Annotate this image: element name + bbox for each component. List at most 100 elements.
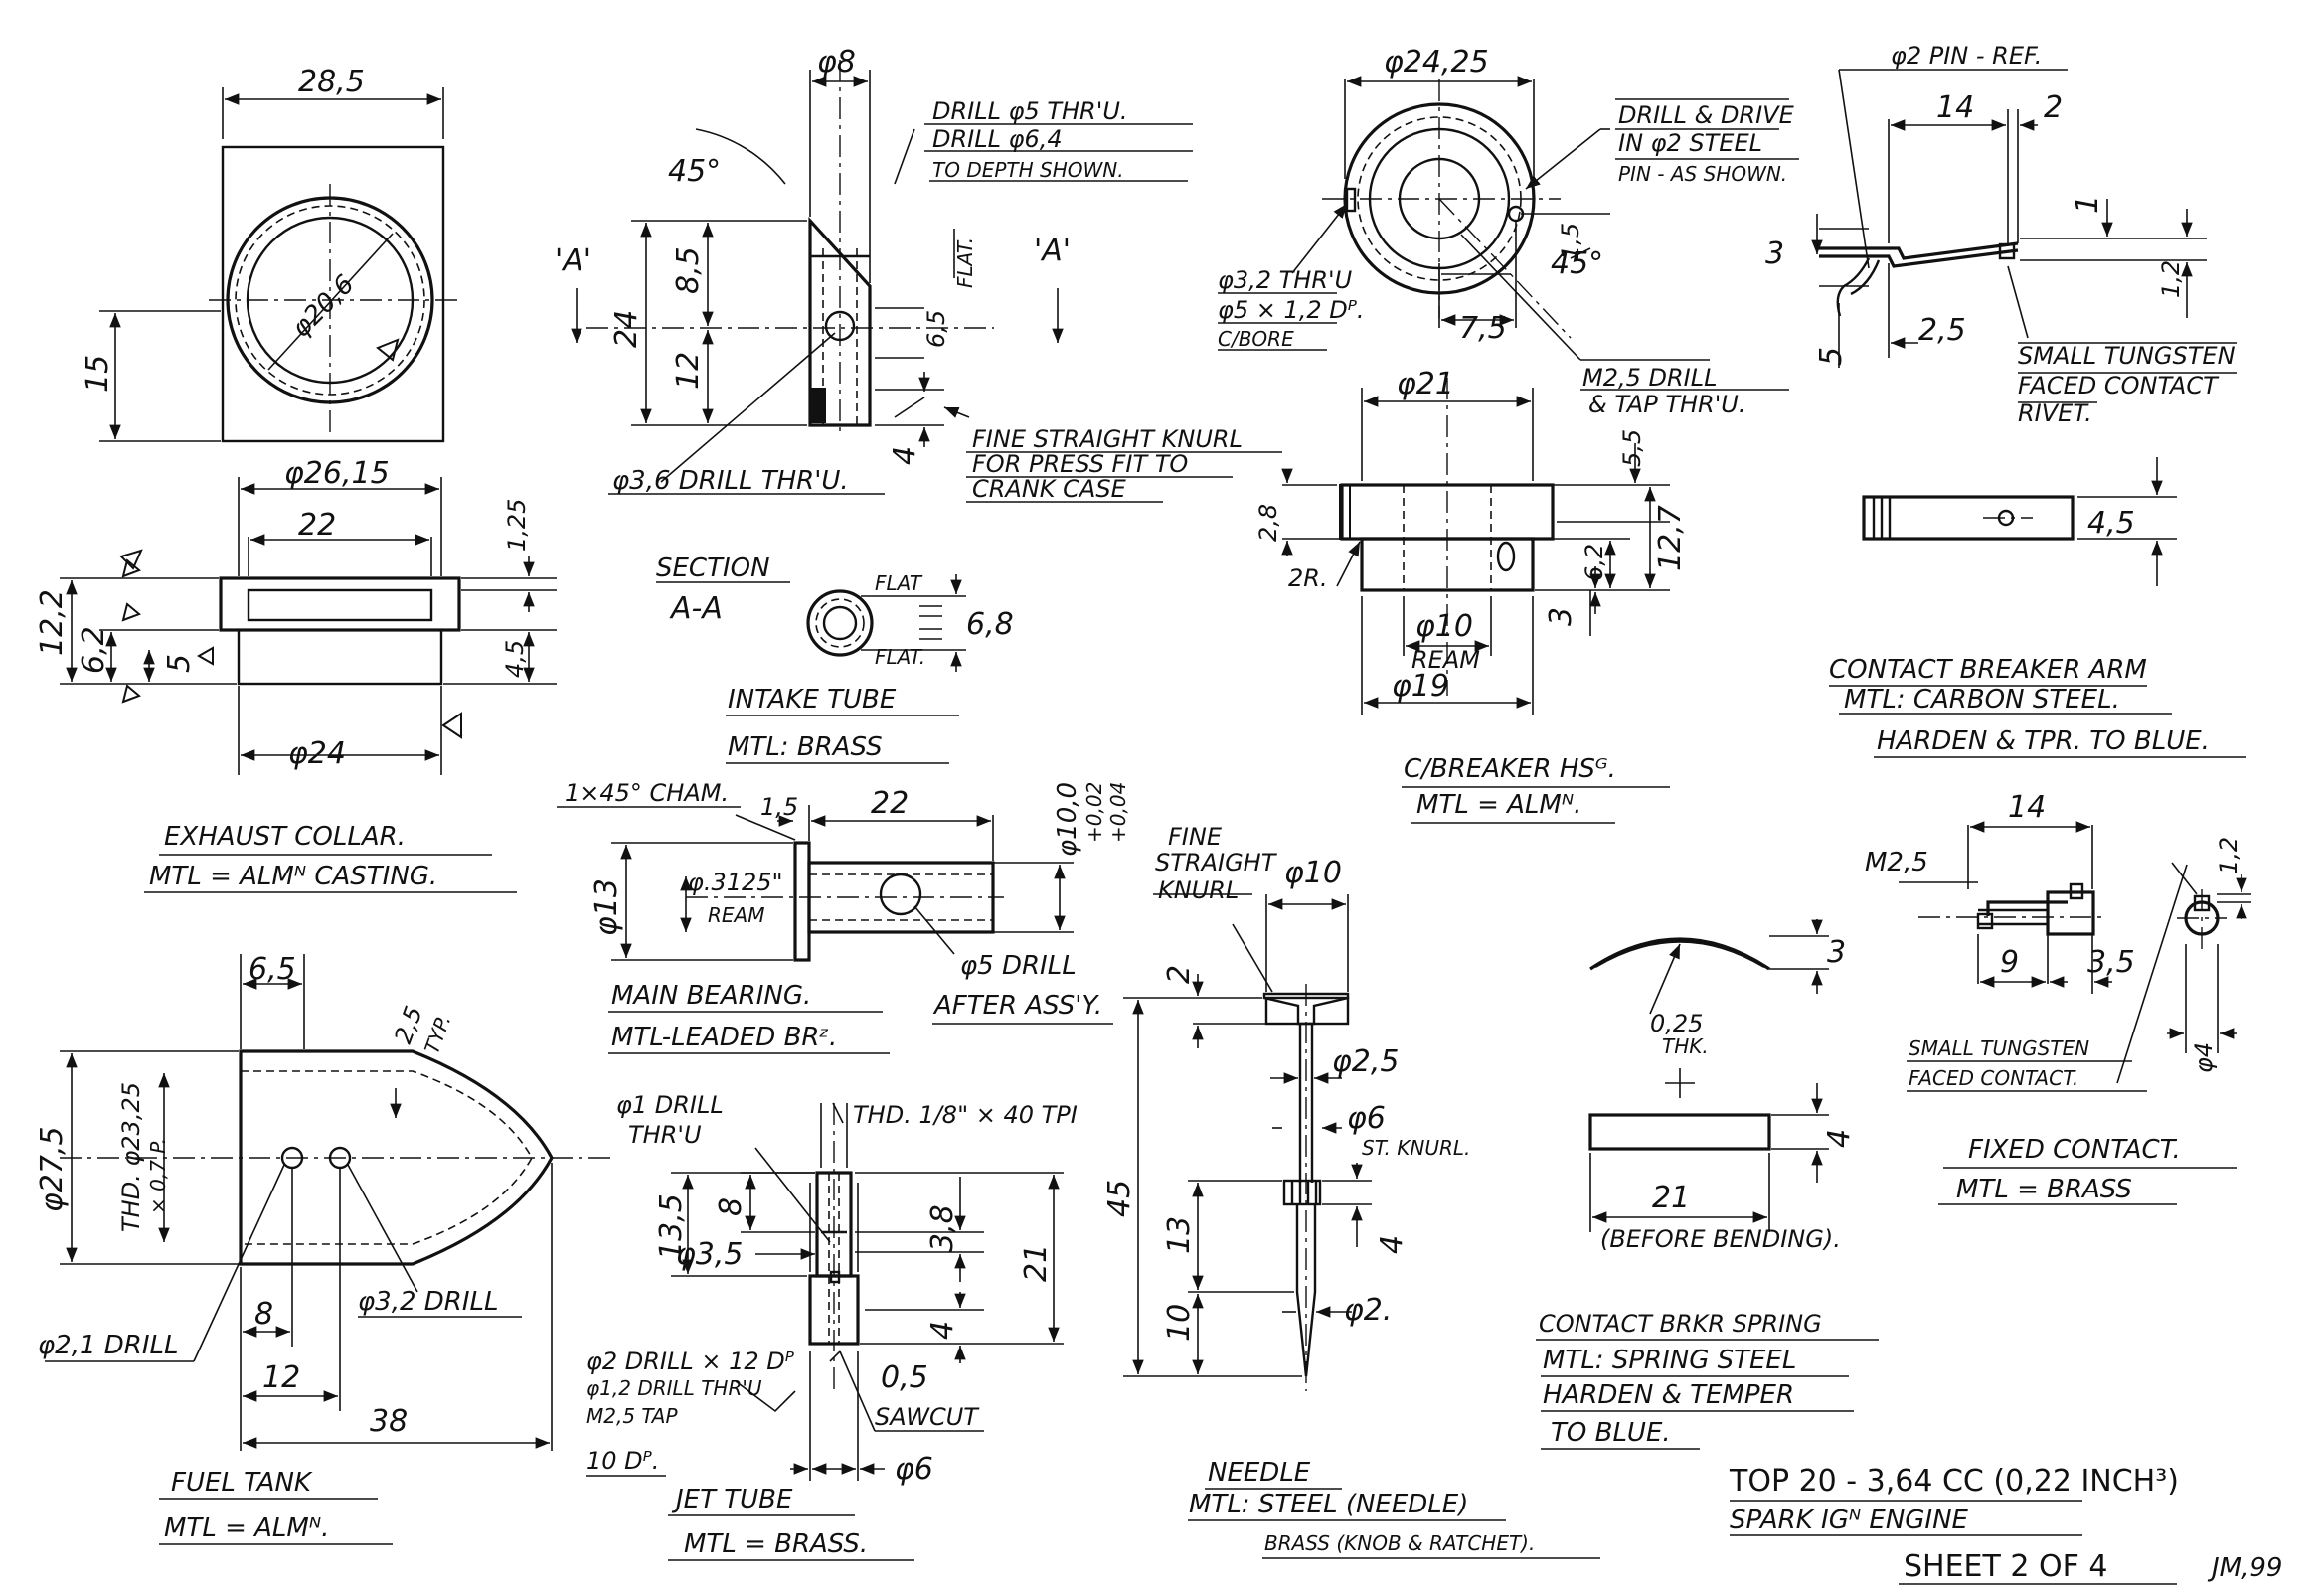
tank-drill-32: φ3,2 DRILL	[358, 1287, 499, 1317]
spring-material3: TO BLUE.	[1551, 1418, 1671, 1448]
exhaust-dim-phi26-15: φ26,15	[284, 456, 390, 491]
bearing-dim-22: 22	[871, 786, 909, 821]
bearing-after: AFTER ASS'Y.	[932, 991, 1102, 1021]
main-bearing-material: MTL-LEADED BRᶻ.	[611, 1023, 837, 1052]
intake-flat-top: FLAT	[875, 571, 923, 595]
cb-ream: REAM	[1411, 646, 1480, 674]
needle-dim-phi6: φ6	[1347, 1101, 1386, 1136]
tank-dim-12: 12	[262, 1360, 300, 1395]
tank-dim-8: 8	[254, 1297, 273, 1332]
tank-dim-38: 38	[370, 1404, 408, 1439]
spring-dim-21: 21	[1652, 1181, 1690, 1215]
needle-fine2: STRAIGHT	[1155, 849, 1278, 876]
arm-dim-3: 3	[1765, 237, 1784, 271]
jet-dim-3-8: 3,8	[925, 1204, 960, 1252]
sheet-number: SHEET 2 OF 4	[1904, 1549, 2108, 1584]
exhaust-collar-drawing	[60, 87, 557, 893]
spring-dim-4: 4	[1822, 1129, 1857, 1148]
fixed-dim-9: 9	[2000, 945, 2019, 980]
intake-section-aa: A-A	[669, 591, 723, 626]
cb-dim-3: 3	[1544, 607, 1578, 626]
cb-arm-name: CONTACT BREAKER ARM	[1829, 655, 2147, 685]
fixed-m25: M2,5	[1865, 848, 1928, 877]
intake-dim-8-5: 8,5	[671, 246, 706, 294]
needle-fine1: FINE	[1168, 823, 1223, 851]
cb-housing-name: C/BREAKER HSᴳ.	[1404, 754, 1616, 784]
jet-note-4: 10 Dᴾ.	[586, 1447, 659, 1475]
exhaust-dim-phi20-6: φ20,6	[286, 269, 360, 343]
jet-tube-drawing	[586, 1102, 1064, 1561]
cb-cbore-line3: C/BORE	[1218, 327, 1294, 351]
needle-dim-45: 45	[1102, 1180, 1137, 1217]
arm-rivet-line1: SMALL TUNGSTEN	[2018, 342, 2236, 370]
arm-dim-4-5: 4,5	[2087, 506, 2135, 541]
cb-dim-phi21: φ21	[1397, 367, 1454, 401]
cb-cbore-line2: φ5 × 1,2 Dᴾ.	[1218, 296, 1365, 324]
arm-dim-1-2: 1,2	[2157, 260, 2185, 298]
intake-dim-12: 12	[671, 352, 706, 390]
cb-cbore-line1: φ3,2 THR'U	[1218, 266, 1353, 294]
tank-dim-6-5: 6,5	[249, 952, 296, 987]
tank-thd1: THD. φ23,25	[117, 1082, 145, 1232]
title-line2: SPARK IGᴺ ENGINE	[1730, 1506, 1969, 1535]
cb-housing-drawing	[1218, 76, 1799, 824]
spring-name: CONTACT BRKR SPRING	[1539, 1310, 1822, 1338]
needle-dim-2: 2	[1162, 965, 1197, 984]
cb-arm-drawing	[1811, 69, 2246, 758]
bearing-tol2: +0,04	[1106, 782, 1130, 843]
exhaust-dim-4-5: 4,5	[501, 640, 529, 678]
bearing-tol1: +0,02	[1082, 782, 1106, 843]
intake-dim-4: 4	[888, 446, 922, 465]
intake-dim-24: 24	[609, 310, 644, 348]
intake-section-mark-right: 'A'	[1034, 234, 1071, 268]
intake-drill-line1: DRILL φ5 THR'U.	[932, 97, 1128, 125]
bearing-ream: REAM	[708, 903, 764, 927]
cb-dim-12-7: 12,7	[1653, 505, 1688, 571]
fuel-tank-material: MTL = ALMᴺ.	[164, 1513, 329, 1543]
exhaust-dim-6-2: 6,2	[77, 626, 111, 674]
fixed-dim-3-5: 3,5	[2087, 945, 2135, 980]
intake-drill-line3: TO DEPTH SHOWN.	[932, 158, 1124, 182]
fixed-contact-name: FIXED CONTACT.	[1968, 1135, 2181, 1165]
jet-dim-phi6: φ6	[895, 1452, 933, 1487]
exhaust-dim-phi24: φ24	[288, 736, 346, 771]
main-bearing-name: MAIN BEARING.	[611, 981, 811, 1011]
needle-dim-10: 10	[1162, 1304, 1197, 1342]
spring-material2: HARDEN & TEMPER	[1543, 1380, 1794, 1410]
cb-dim-2-8: 2,8	[1254, 504, 1282, 542]
needle-dim-phi2-5: φ2,5	[1332, 1044, 1400, 1079]
needle-dim-phi2: φ2.	[1344, 1293, 1392, 1328]
exhaust-dim-1-25: 1,25	[503, 499, 531, 552]
jet-tube-name: JET TUBE	[671, 1485, 793, 1514]
cb-dim-45: 45°	[1551, 246, 1603, 281]
cb-drive-line1: DRILL & DRIVE	[1618, 101, 1795, 129]
tank-thd2: × 0,7 P.	[146, 1138, 170, 1214]
intake-tube-material: MTL: BRASS	[728, 732, 883, 762]
jet-tube-material: MTL = BRASS.	[684, 1529, 868, 1559]
intake-tube-drawing	[571, 60, 1282, 764]
intake-drill-36: φ3,6 DRILL THR'U.	[612, 466, 849, 496]
arm-dim-5: 5	[1814, 347, 1849, 366]
cb-dim-5-5: 5,5	[1618, 429, 1646, 467]
spring-material1: MTL: SPRING STEEL	[1543, 1346, 1796, 1375]
intake-dim-6-5: 6,5	[922, 310, 950, 348]
cb-arm-material1: MTL: CARBON STEEL.	[1844, 685, 2120, 715]
exhaust-collar-name: EXHAUST COLLAR.	[164, 822, 406, 852]
intake-section-mark-left: 'A'	[555, 243, 591, 278]
jet-dim-4: 4	[925, 1321, 960, 1340]
exhaust-collar-material: MTL = ALMᴺ CASTING.	[149, 862, 437, 891]
jet-thd: THD. 1/8" × 40 TPI	[853, 1101, 1078, 1129]
intake-drill-line2: DRILL φ6,4	[932, 125, 1063, 153]
bearing-cham: 1×45° CHAM.	[565, 779, 729, 807]
bearing-dim-3125: φ.3125"	[688, 869, 783, 896]
main-bearing-drawing	[557, 805, 1113, 1054]
fuel-tank-drawing	[45, 954, 616, 1545]
needle-fine3: KNURL	[1158, 876, 1239, 904]
tank-drill-21: φ2,1 DRILL	[38, 1331, 179, 1360]
exhaust-dim-15: 15	[81, 355, 115, 393]
fixed-small2: FACED CONTACT.	[1909, 1066, 2078, 1090]
needle-name: NEEDLE	[1208, 1458, 1311, 1488]
arm-rivet-line3: RIVET.	[2018, 399, 2092, 427]
exhaust-dim-5: 5	[162, 654, 197, 673]
